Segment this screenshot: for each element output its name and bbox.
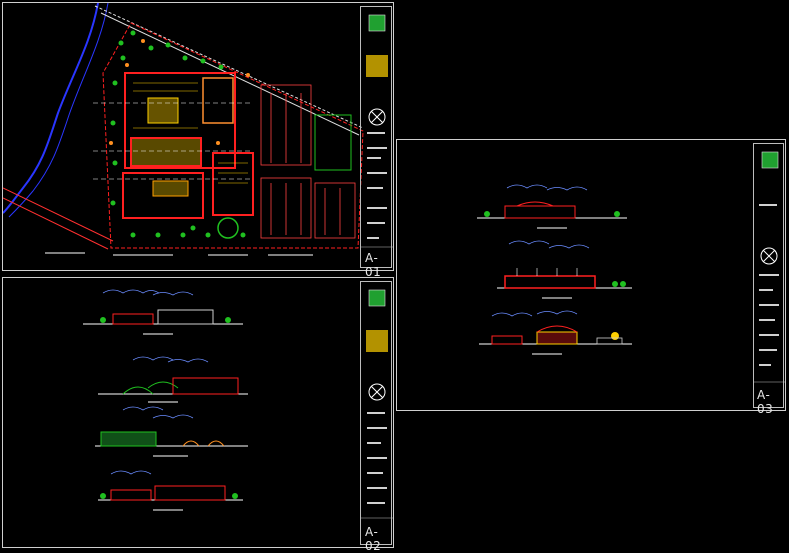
elevation-1 <box>83 289 243 335</box>
elevations-drawing-a02 <box>83 289 248 511</box>
title-rows <box>367 132 387 239</box>
sheet-number: A-01 <box>365 251 382 279</box>
title-block-graphics <box>361 14 393 248</box>
building-block-b <box>130 137 202 167</box>
site-boundary <box>102 22 364 249</box>
river <box>3 3 99 214</box>
elevation-1 <box>477 184 627 229</box>
firm-logo <box>366 55 388 77</box>
axis-lines <box>93 102 253 180</box>
sheet-a03[interactable]: A-03 <box>396 139 786 416</box>
plaza-circle <box>217 217 239 239</box>
sheet-a01[interactable]: A-01 <box>2 2 394 279</box>
floor-hatch <box>133 82 248 184</box>
green-plot <box>314 114 352 171</box>
building-core-2 <box>152 180 189 197</box>
river-bank <box>8 3 109 218</box>
building-block-e <box>212 152 254 216</box>
title-block: A-01 <box>360 6 393 279</box>
scale-bars <box>45 252 313 256</box>
sheet-a02[interactable]: A-02 <box>2 277 394 553</box>
logo-emblem <box>368 289 386 307</box>
parking-areas <box>260 84 356 239</box>
trees <box>110 30 246 238</box>
title-block-graphics <box>754 151 785 383</box>
logo-emblem <box>368 14 386 32</box>
road-left-2 <box>3 197 109 250</box>
logo-emblem <box>761 151 779 169</box>
elevation-2 <box>98 356 248 403</box>
title-rows <box>759 204 779 366</box>
title-rows <box>367 412 387 504</box>
building-block-c <box>202 77 234 124</box>
elevation-3 <box>479 310 632 355</box>
shrubs <box>109 39 250 145</box>
sheet-number: A-02 <box>365 525 382 553</box>
title-block-graphics <box>361 289 393 519</box>
elevation-3 <box>95 406 248 457</box>
title-block: A-02 <box>360 281 393 553</box>
elevations-drawing-a03 <box>477 184 632 355</box>
building-block-d <box>122 172 204 219</box>
building-core <box>147 97 179 124</box>
site-plan-drawing <box>3 3 364 256</box>
title-block: A-03 <box>753 143 785 416</box>
elevation-4 <box>98 470 243 511</box>
north-arrow <box>368 108 386 126</box>
road-top <box>94 5 364 129</box>
north-arrow <box>368 383 386 401</box>
road-left <box>3 187 114 242</box>
firm-logo <box>366 330 388 352</box>
sheet-number: A-03 <box>757 388 774 416</box>
elevation-2 <box>497 240 632 299</box>
north-arrow <box>760 247 778 265</box>
building-block-a <box>124 72 236 169</box>
